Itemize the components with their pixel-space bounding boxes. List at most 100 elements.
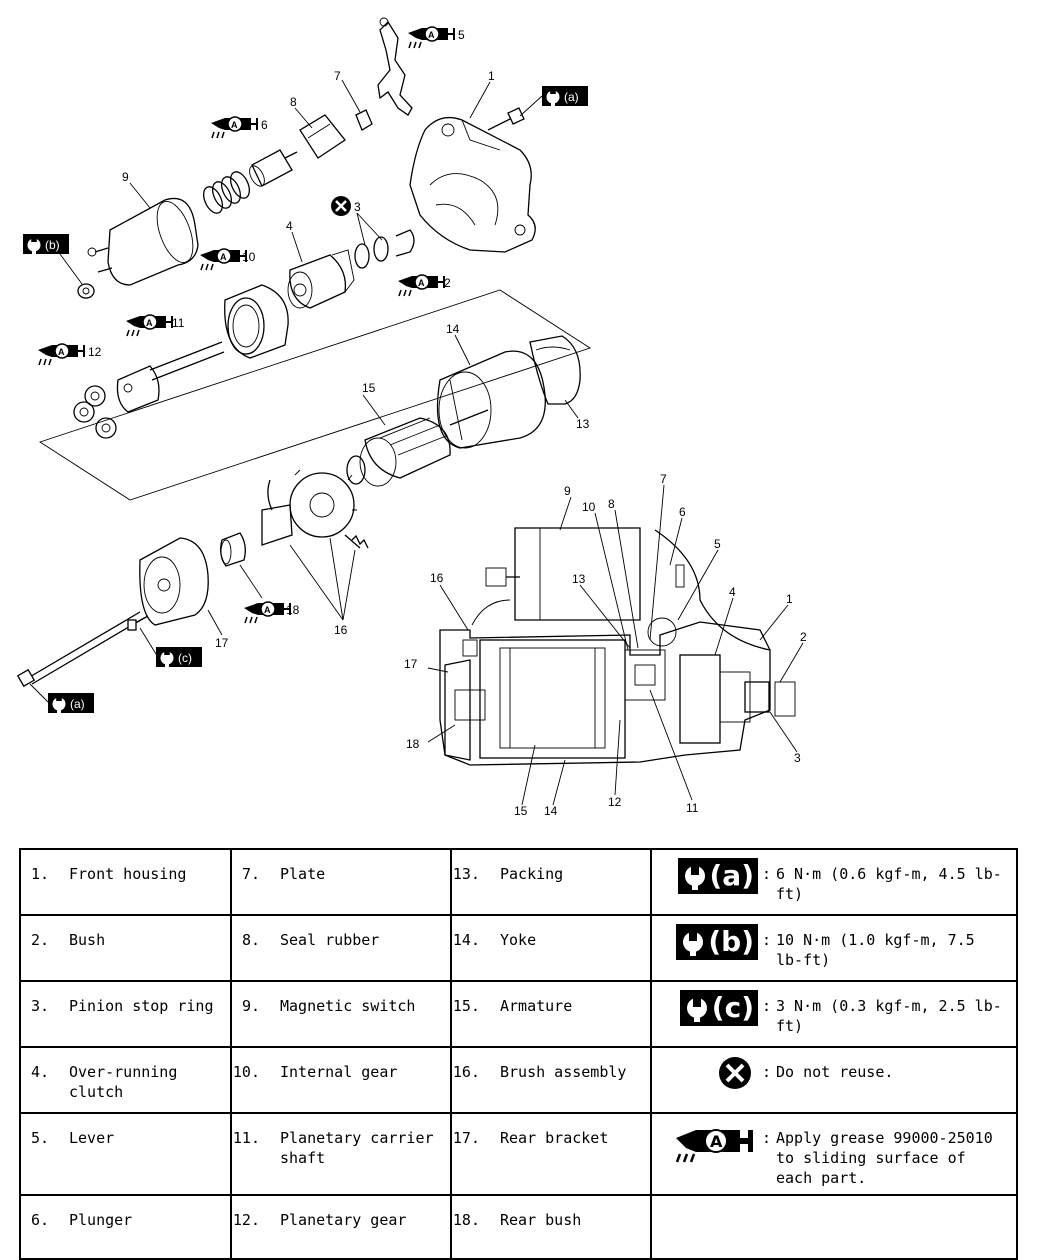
legend-row: 1.Front housing 7.Plate 13.Packing (a) :… <box>19 848 1018 916</box>
part-number: 16. <box>452 1063 480 1081</box>
svg-text:2: 2 <box>444 276 451 290</box>
torque-c-description: 3 N·m (0.3 kgf-m, 2.5 lb-ft) <box>776 997 1002 1035</box>
svg-text:10: 10 <box>242 250 256 264</box>
xs-callout-13: 13 <box>572 572 586 586</box>
packing-drawing <box>529 335 581 405</box>
torque-b-icon: (b) <box>676 924 758 960</box>
torque-a-icon: (a) <box>677 858 758 894</box>
part-number: 10. <box>232 1063 260 1081</box>
xs-callout-15: 15 <box>514 804 528 818</box>
part-name: Planetary gear <box>280 1211 407 1229</box>
callout-16: 16 <box>334 623 348 637</box>
svg-text:A: A <box>428 30 435 40</box>
callout-17: 17 <box>215 636 229 650</box>
seal-rubber-drawing <box>299 114 346 159</box>
grease-icon-2: A 2 <box>397 274 451 297</box>
xs-callout-7: 7 <box>660 472 667 486</box>
legend-row: 4. Over-running clutch 10. Internal gear 1… <box>19 1046 1018 1114</box>
svg-text:18: 18 <box>286 603 300 617</box>
grease-icon-6: A 6 <box>210 116 268 139</box>
brush-assembly-drawing <box>261 469 369 549</box>
parts-legend-table: 1.Front housing 7.Plate 13.Packing (a) :… <box>19 848 1018 1260</box>
grease-icon-11: A 11 <box>125 314 185 337</box>
front-housing-drawing <box>409 116 536 253</box>
part-number: 17. <box>452 1129 480 1147</box>
part-name: Rear bracket <box>500 1129 609 1147</box>
callout-14: 14 <box>446 322 460 336</box>
part-number: 12. <box>232 1211 260 1229</box>
xs-callout-11: 11 <box>686 801 699 815</box>
torque-badge-b: (b) <box>23 234 69 254</box>
spring-drawing <box>202 171 251 214</box>
grease-apply-icon: A <box>675 1129 753 1163</box>
callout-labels: 1 7 8 9 3 4 14 15 13 16 17 9 10 8 7 6 5 … <box>122 69 807 818</box>
xs-callout-16: 16 <box>430 571 444 585</box>
callout-8: 8 <box>290 95 297 109</box>
legend-row: 6.Plunger 12.Planetary gear 18.Rear bush <box>19 1194 1018 1260</box>
torque-badge-a-top: (a) <box>542 86 588 106</box>
internal-gear-drawing <box>224 284 289 359</box>
lever-drawing <box>377 17 413 116</box>
part-name: Brush assembly <box>500 1063 627 1081</box>
part-name: Plunger <box>69 1211 133 1229</box>
callout-13: 13 <box>576 417 590 431</box>
xs-callout-3: 3 <box>794 751 801 765</box>
starter-exploded-diagram: 1 7 8 9 3 4 14 15 13 16 17 9 10 8 7 6 5 … <box>16 17 807 818</box>
part-name: Yoke <box>500 931 537 949</box>
xs-callout-4: 4 <box>729 585 736 599</box>
part-number: 14. <box>452 931 480 949</box>
armature-drawing <box>346 409 489 487</box>
leader-lines <box>129 79 804 806</box>
part-name: Over-running clutch <box>69 1063 178 1101</box>
part-number: 2. <box>30 931 49 949</box>
xs-callout-6: 6 <box>679 505 686 519</box>
part-name: Bush <box>69 931 106 949</box>
grease-icon-12: A 12 <box>37 343 102 366</box>
part-number: 18. <box>452 1211 480 1229</box>
no-reuse-icon <box>719 1057 751 1089</box>
part-name: Packing <box>500 865 564 883</box>
part-name: Pinion stop ring <box>69 997 214 1015</box>
svg-text:(b): (b) <box>45 238 60 252</box>
svg-text:(a): (a) <box>564 90 579 104</box>
torque-badge-c: (c) <box>156 647 202 667</box>
callout-7: 7 <box>334 69 341 83</box>
part-name: Internal gear <box>280 1063 398 1081</box>
svg-text:(a): (a) <box>70 697 85 711</box>
xs-callout-10: 10 <box>582 500 596 514</box>
svg-text:A: A <box>146 318 153 328</box>
stop-ring-drawing <box>354 229 415 269</box>
yoke-drawing <box>436 350 546 449</box>
part-number: 4. <box>30 1063 49 1081</box>
part-number: 5. <box>30 1129 49 1147</box>
no-reuse-icon <box>329 194 353 218</box>
svg-text:A: A <box>231 120 238 130</box>
plate-drawing <box>355 109 373 131</box>
rear-bracket-drawing <box>139 537 209 626</box>
part-number: 9. <box>241 997 260 1015</box>
legend-row: 2.Bush 8.Seal rubber 14.Yoke (b) : 10 N·… <box>19 914 1018 982</box>
part-name: Armature <box>500 997 573 1015</box>
cross-section-drawing <box>439 527 796 766</box>
housing-bolt-drawing <box>487 107 525 131</box>
no-reuse-description: Do not reuse. <box>776 1063 894 1081</box>
part-name: Rear bush <box>500 1211 582 1229</box>
part-name: Plate <box>280 865 326 883</box>
nut-drawing <box>77 283 95 299</box>
callout-15: 15 <box>362 381 376 395</box>
svg-text:11: 11 <box>172 316 185 330</box>
grease-description: Apply grease 99000-25010 to sliding surf… <box>776 1129 993 1187</box>
planetary-carrier-drawing <box>116 341 225 413</box>
grease-icon-18: A 18 <box>243 601 300 624</box>
magnetic-switch-drawing <box>87 197 199 286</box>
svg-text:A: A <box>264 605 271 615</box>
part-number: 8. <box>241 931 260 949</box>
part-number: 13. <box>452 865 480 883</box>
xs-callout-2: 2 <box>800 630 807 644</box>
callout-4: 4 <box>286 219 293 233</box>
part-name: Seal rubber <box>280 931 380 949</box>
svg-text:12: 12 <box>88 345 102 359</box>
callout-9: 9 <box>122 170 129 184</box>
xs-callout-1: 1 <box>786 592 793 606</box>
xs-callout-14: 14 <box>544 804 558 818</box>
